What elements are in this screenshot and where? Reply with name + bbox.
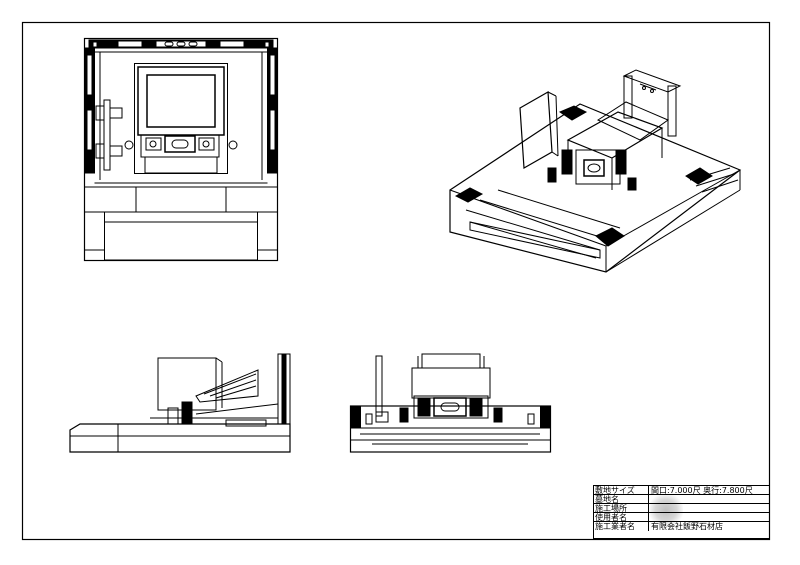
- title-block-label: 敷地サイズ: [595, 486, 635, 495]
- title-block-value: [651, 504, 768, 513]
- title-block-row-contractor: 施工業者名 有限会社飯野石材店: [594, 522, 769, 531]
- title-block-row-site-size: 敷地サイズ 間口:7.000尺 奥行:7.800尺: [594, 486, 769, 495]
- title-block-label: 施工場所: [595, 504, 627, 513]
- title-block-label: 墓地名: [595, 495, 619, 504]
- title-block-value: 間口:7.000尺 奥行:7.800尺: [651, 486, 753, 495]
- top-view-drawing: [83, 37, 279, 262]
- title-block-value: [651, 513, 768, 522]
- front-view-drawing: [349, 353, 552, 453]
- title-block: 敷地サイズ 間口:7.000尺 奥行:7.800尺 墓地名 施工場所 使用者名 …: [593, 485, 770, 539]
- title-block-label: 使用者名: [595, 513, 627, 522]
- title-block-row-user: 使用者名: [594, 513, 769, 522]
- isometric-view-drawing: [449, 69, 742, 273]
- title-block-label: 施工業者名: [595, 522, 635, 531]
- title-block-row-location: 施工場所: [594, 504, 769, 513]
- title-block-row-cemetery: 墓地名: [594, 495, 769, 504]
- title-block-value: [651, 495, 768, 504]
- redacted-area: [649, 494, 683, 526]
- title-block-value: 有限会社飯野石材店: [651, 522, 723, 531]
- side-view-drawing: [69, 353, 291, 453]
- drawing-frame: [21, 21, 771, 541]
